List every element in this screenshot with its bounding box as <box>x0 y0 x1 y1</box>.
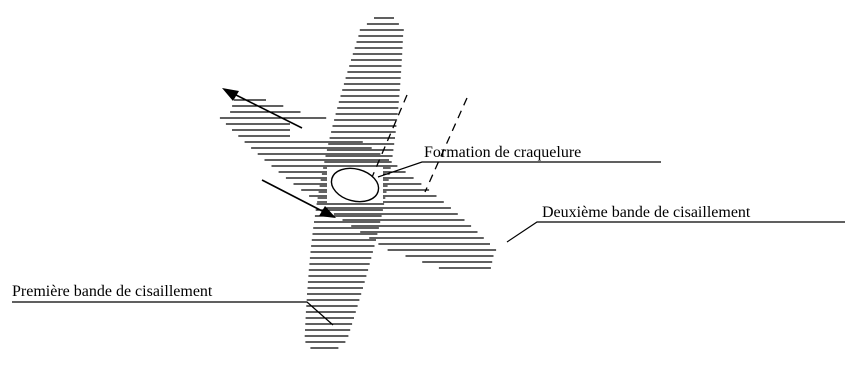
second-band-leader-line <box>506 221 845 243</box>
first-band-label: Première bande de cisaillement <box>12 283 213 300</box>
first-band-leader-line <box>12 301 334 326</box>
second-shear-band-hatching <box>219 99 497 269</box>
craze-ellipse <box>330 167 380 203</box>
lower-right-arrow <box>261 179 336 218</box>
craze-leader-line <box>377 161 661 178</box>
dashed-line-right <box>424 97 468 193</box>
first-shear-band-hatching <box>304 17 404 349</box>
craze-label: Formation de craquelure <box>424 144 581 161</box>
dashed-line-left <box>369 94 408 183</box>
second-band-label: Deuxième bande de cisaillement <box>542 204 751 221</box>
upper-left-arrow <box>222 88 303 129</box>
